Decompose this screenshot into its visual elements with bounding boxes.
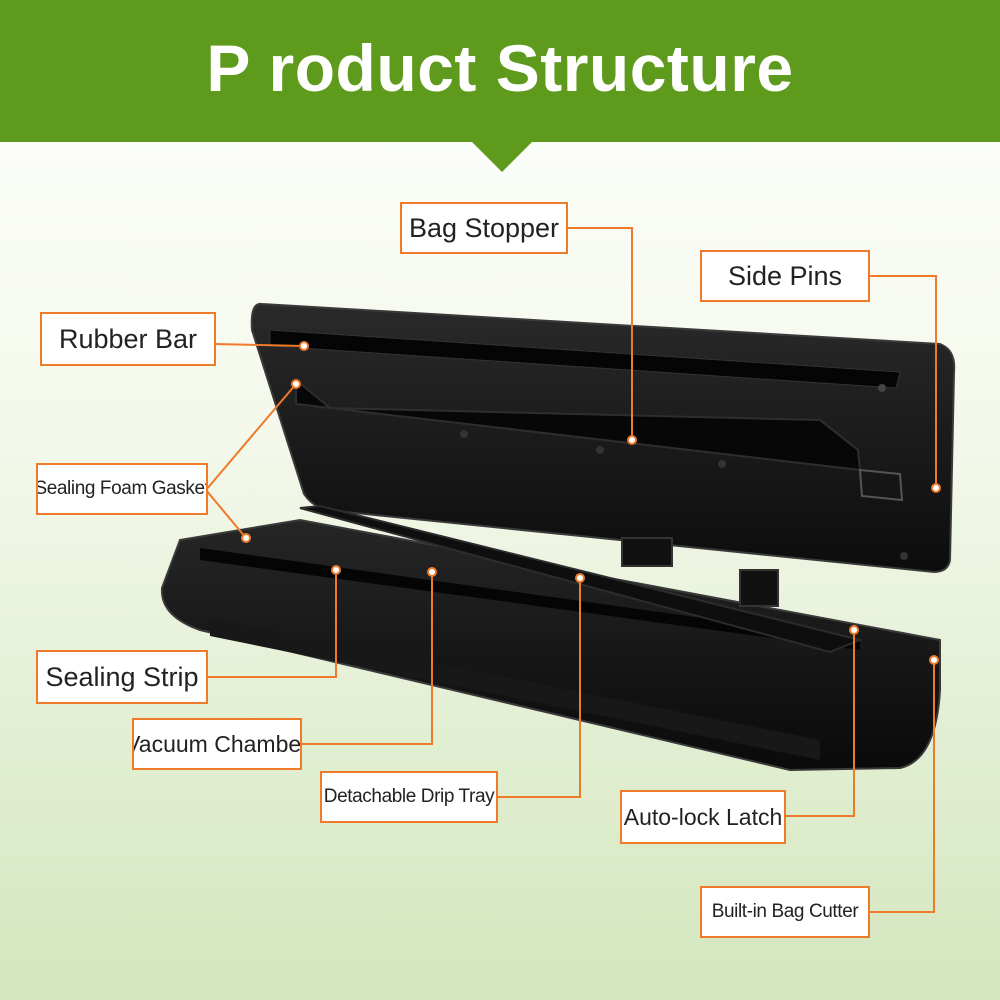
side-pin-shape — [858, 468, 904, 502]
callout-built-in-bag-cutter: Built-in Bag Cutter — [700, 886, 870, 938]
base-unit — [160, 504, 941, 772]
lid — [250, 302, 956, 574]
callout-auto-lock-latch: Auto-lock Latch — [620, 790, 786, 844]
banner-pointer — [472, 142, 532, 172]
callout-rubber-bar: Rubber Bar — [40, 312, 216, 366]
page-title: P roduct Structure — [206, 31, 794, 105]
callout-sealing-foam-gasket: Sealing Foam Gasket — [36, 463, 208, 515]
vacuum-chamber-shape — [200, 548, 860, 650]
callout-detachable-drip-tray: Detachable Drip Tray — [320, 771, 498, 823]
callout-bag-stopper: Bag Stopper — [400, 202, 568, 254]
rubber-bar-shape — [269, 329, 901, 389]
leader-lines — [205, 227, 937, 913]
callout-sealing-strip: Sealing Strip — [36, 650, 208, 704]
pointer-dots — [241, 341, 941, 665]
title-banner — [0, 0, 1000, 142]
callout-side-pins: Side Pins — [700, 250, 870, 302]
foam-gasket-shape — [295, 377, 862, 472]
callout-vacuum-chamber: Vacuum Chamber — [132, 718, 302, 770]
